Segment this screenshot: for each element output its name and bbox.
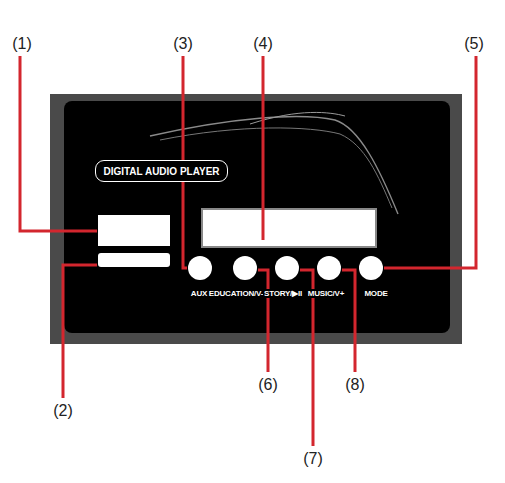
leader-line — [63, 265, 97, 398]
button-label: AUX — [190, 289, 208, 298]
callout-number: (4) — [252, 35, 274, 53]
callout-number: (6) — [257, 376, 279, 394]
panel-title: DIGITAL AUDIO PLAYER — [103, 166, 219, 177]
button — [359, 256, 383, 280]
leader-line — [384, 56, 476, 268]
callout-number: (7) — [302, 450, 324, 468]
button — [317, 256, 341, 280]
callout-number: (5) — [463, 35, 485, 53]
callout-number: (1) — [11, 35, 33, 53]
usb-slot — [98, 215, 170, 246]
callout-number: (3) — [172, 35, 194, 53]
leader-lines — [20, 56, 476, 446]
leader-line — [262, 56, 265, 240]
leader-line — [20, 56, 97, 231]
button-label: STORY/▶II — [263, 289, 303, 298]
button — [188, 256, 212, 280]
button-label: EDUCATION/V- — [208, 289, 264, 298]
button-label: MUSIC/V+ — [307, 289, 345, 298]
leader-line — [258, 270, 268, 372]
display-window — [202, 209, 376, 247]
panel-face — [64, 101, 450, 333]
panel-frame — [50, 94, 462, 344]
leader-line — [342, 270, 355, 372]
button — [275, 256, 299, 280]
button — [233, 256, 257, 280]
callout-number: (2) — [52, 402, 74, 420]
card-slot — [98, 253, 170, 267]
callout-number: (8) — [344, 376, 366, 394]
title-pill: DIGITAL AUDIO PLAYER — [95, 160, 228, 182]
button-label: MODE — [363, 289, 388, 298]
